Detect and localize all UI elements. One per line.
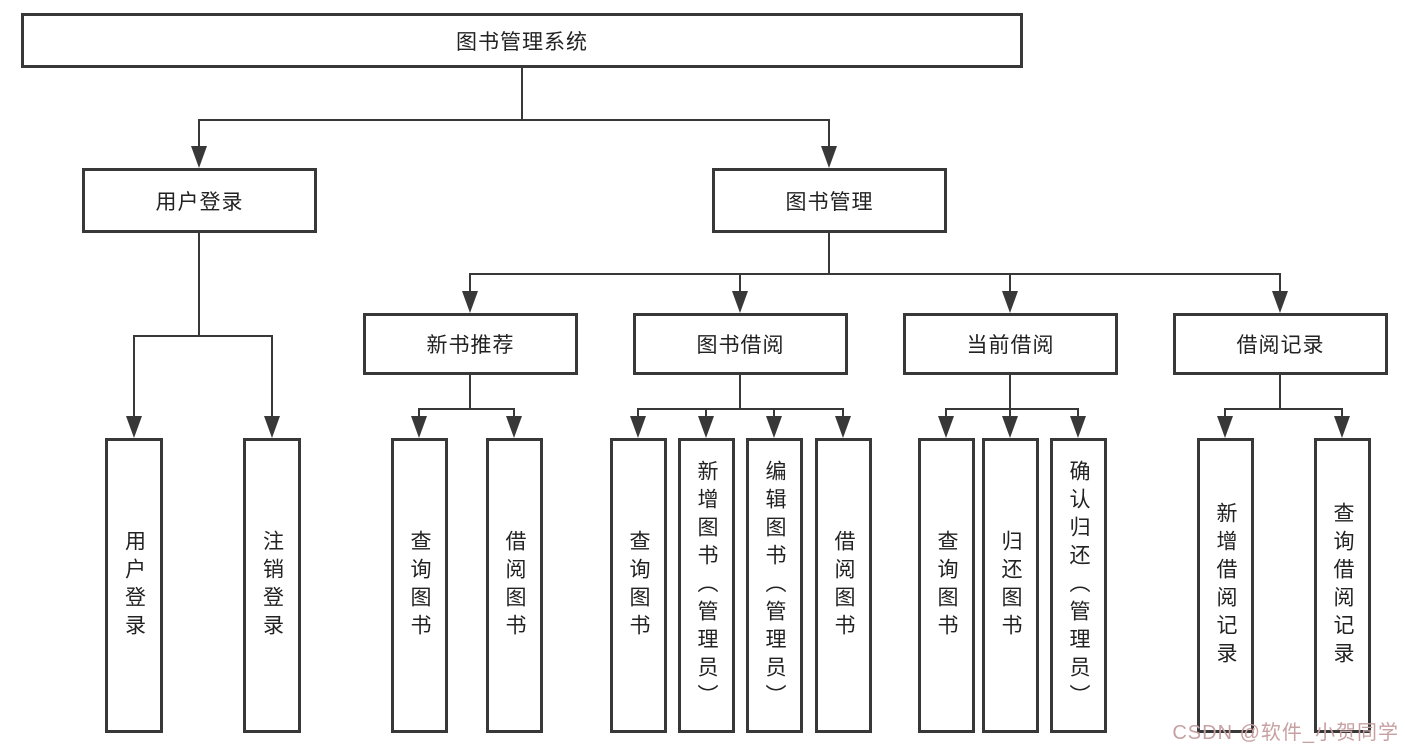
node-leaf-query-books-borrowing: 查询图书 — [610, 438, 667, 733]
node-leaf-confirm-return-admin: 确认归还（管理员） — [1050, 438, 1107, 733]
connector-line — [1224, 408, 1226, 418]
connector-line — [1009, 375, 1011, 408]
arrow-down-icon — [938, 416, 954, 438]
node-new-book-recommend: 新书推荐 — [363, 313, 578, 375]
watermark: CSDN @软件_小贺同学 — [1172, 722, 1399, 744]
leaf-label: 查询图书 — [935, 529, 958, 642]
connector-line — [842, 408, 844, 418]
connector-line — [1009, 273, 1011, 293]
connector-line — [828, 119, 830, 147]
connector-line — [637, 408, 639, 418]
connector-line — [1279, 375, 1281, 408]
node-leaf-query-borrow-record: 查询借阅记录 — [1314, 438, 1371, 733]
node-user-login: 用户登录 — [82, 168, 317, 233]
arrow-down-icon — [462, 291, 478, 313]
connector-line — [945, 408, 947, 418]
connector-line — [198, 119, 830, 121]
node-leaf-add-borrow-record: 新增借阅记录 — [1197, 438, 1254, 733]
arrow-down-icon — [1070, 416, 1086, 438]
arrow-down-icon — [698, 416, 714, 438]
arrow-down-icon — [1272, 291, 1288, 313]
connector-line — [1009, 408, 1011, 418]
connector-line — [1279, 273, 1281, 293]
connector-line — [773, 408, 775, 418]
connector-line — [1224, 408, 1343, 410]
leaf-label: 新增借阅记录 — [1214, 501, 1237, 670]
leaf-label: 确认归还（管理员） — [1067, 459, 1090, 712]
connector-line — [469, 375, 471, 408]
leaf-label: 编辑图书（管理员） — [763, 459, 786, 712]
node-leaf-borrow-books-borrowing: 借阅图书 — [815, 438, 872, 733]
node-borrowing-records: 借阅记录 — [1173, 313, 1388, 375]
leaf-label: 借阅图书 — [503, 529, 526, 642]
node-library-management-system: 图书管理系统 — [21, 13, 1023, 68]
node-leaf-user-login: 用户登录 — [105, 438, 163, 733]
connector-line — [133, 335, 135, 416]
leaf-label: 查询借阅记录 — [1331, 501, 1354, 670]
connector-line — [198, 119, 200, 147]
leaf-label: 注销登录 — [260, 529, 284, 642]
arrow-down-icon — [766, 416, 782, 438]
connector-line — [133, 335, 273, 337]
node-leaf-query-books-current: 查询图书 — [918, 438, 975, 733]
arrow-down-icon — [506, 416, 522, 438]
node-leaf-query-books-recommend: 查询图书 — [391, 438, 448, 733]
leaf-label: 查询图书 — [408, 529, 431, 642]
connector-line — [521, 66, 523, 119]
connector-line — [705, 408, 707, 418]
connector-line — [1341, 408, 1343, 418]
arrow-down-icon — [126, 416, 142, 438]
connector-line — [198, 233, 200, 335]
connector-line — [469, 273, 1281, 275]
arrow-down-icon — [630, 416, 646, 438]
leaf-label: 归还图书 — [999, 529, 1022, 642]
arrow-down-icon — [191, 146, 207, 168]
arrow-down-icon — [1002, 416, 1018, 438]
leaf-label: 借阅图书 — [832, 529, 855, 642]
node-leaf-return-book: 归还图书 — [982, 438, 1039, 733]
arrow-down-icon — [732, 291, 748, 313]
arrow-down-icon — [1002, 291, 1018, 313]
connector-line — [739, 273, 741, 293]
connector-line — [469, 273, 471, 293]
leaf-label: 新增图书（管理员） — [695, 459, 718, 712]
node-leaf-logout: 注销登录 — [243, 438, 301, 733]
arrow-down-icon — [835, 416, 851, 438]
connector-line — [418, 408, 515, 410]
connector-line — [1077, 408, 1079, 418]
leaf-label: 用户登录 — [122, 529, 146, 642]
connector-line — [828, 233, 830, 273]
connector-line — [271, 335, 273, 416]
node-current-borrowing: 当前借阅 — [903, 313, 1118, 375]
arrow-down-icon — [821, 146, 837, 168]
connector-line — [945, 408, 1079, 410]
connector-line — [637, 408, 844, 410]
node-book-management: 图书管理 — [712, 168, 947, 233]
connector-line — [739, 375, 741, 408]
node-book-borrowing: 图书借阅 — [633, 313, 848, 375]
node-leaf-add-book-admin: 新增图书（管理员） — [678, 438, 735, 733]
node-leaf-edit-book-admin: 编辑图书（管理员） — [746, 438, 803, 733]
node-leaf-borrow-books-recommend: 借阅图书 — [486, 438, 543, 733]
arrow-down-icon — [1334, 416, 1350, 438]
leaf-label: 查询图书 — [627, 529, 650, 642]
connector-line — [418, 408, 420, 418]
connector-line — [513, 408, 515, 418]
arrow-down-icon — [264, 416, 280, 438]
arrow-down-icon — [1217, 416, 1233, 438]
arrow-down-icon — [411, 416, 427, 438]
